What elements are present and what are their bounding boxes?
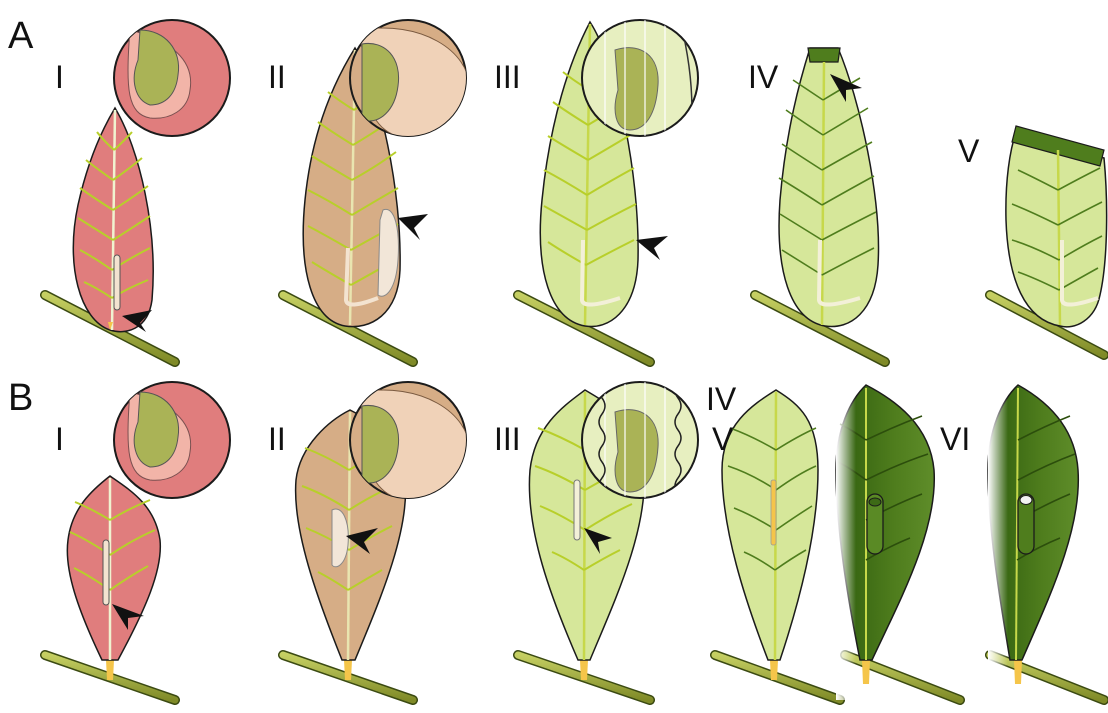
row-label-b: B bbox=[8, 377, 33, 419]
leaf-roll-a-iv bbox=[808, 48, 840, 62]
row-label-a: A bbox=[8, 15, 34, 57]
arrowhead-a-iii bbox=[636, 236, 668, 260]
panel-b-iii: III bbox=[494, 382, 698, 700]
stage-label-b-iii: III bbox=[494, 421, 521, 457]
panel-b-iv-v: IV V bbox=[706, 380, 840, 700]
stage-label-b-ii: II bbox=[268, 421, 286, 457]
panel-a-ii: II bbox=[268, 20, 470, 362]
arrowhead-a-ii bbox=[398, 214, 428, 240]
panel-a-iv: IV bbox=[748, 48, 885, 362]
stage-label-a-iv: IV bbox=[748, 59, 779, 95]
panel-b-i: I bbox=[45, 382, 230, 700]
stage-label-b-i: I bbox=[55, 421, 64, 457]
stage-label-b-vi: VI bbox=[940, 421, 970, 457]
stage-label-b-iv: IV bbox=[706, 381, 737, 417]
panel-b-ii: II bbox=[268, 382, 470, 700]
panel-b-vi: VI bbox=[940, 380, 1104, 700]
stage-label-a-ii: II bbox=[268, 59, 286, 95]
panel-a-iii: III bbox=[494, 20, 698, 362]
stage-label-a-iii: III bbox=[494, 59, 521, 95]
panel-a-v: V bbox=[958, 126, 1107, 355]
stage-label-a-v: V bbox=[958, 133, 980, 169]
stage-label-b-v: V bbox=[712, 421, 734, 457]
stage-label-a-i: I bbox=[55, 59, 64, 95]
panel-a-i: I bbox=[45, 20, 230, 362]
